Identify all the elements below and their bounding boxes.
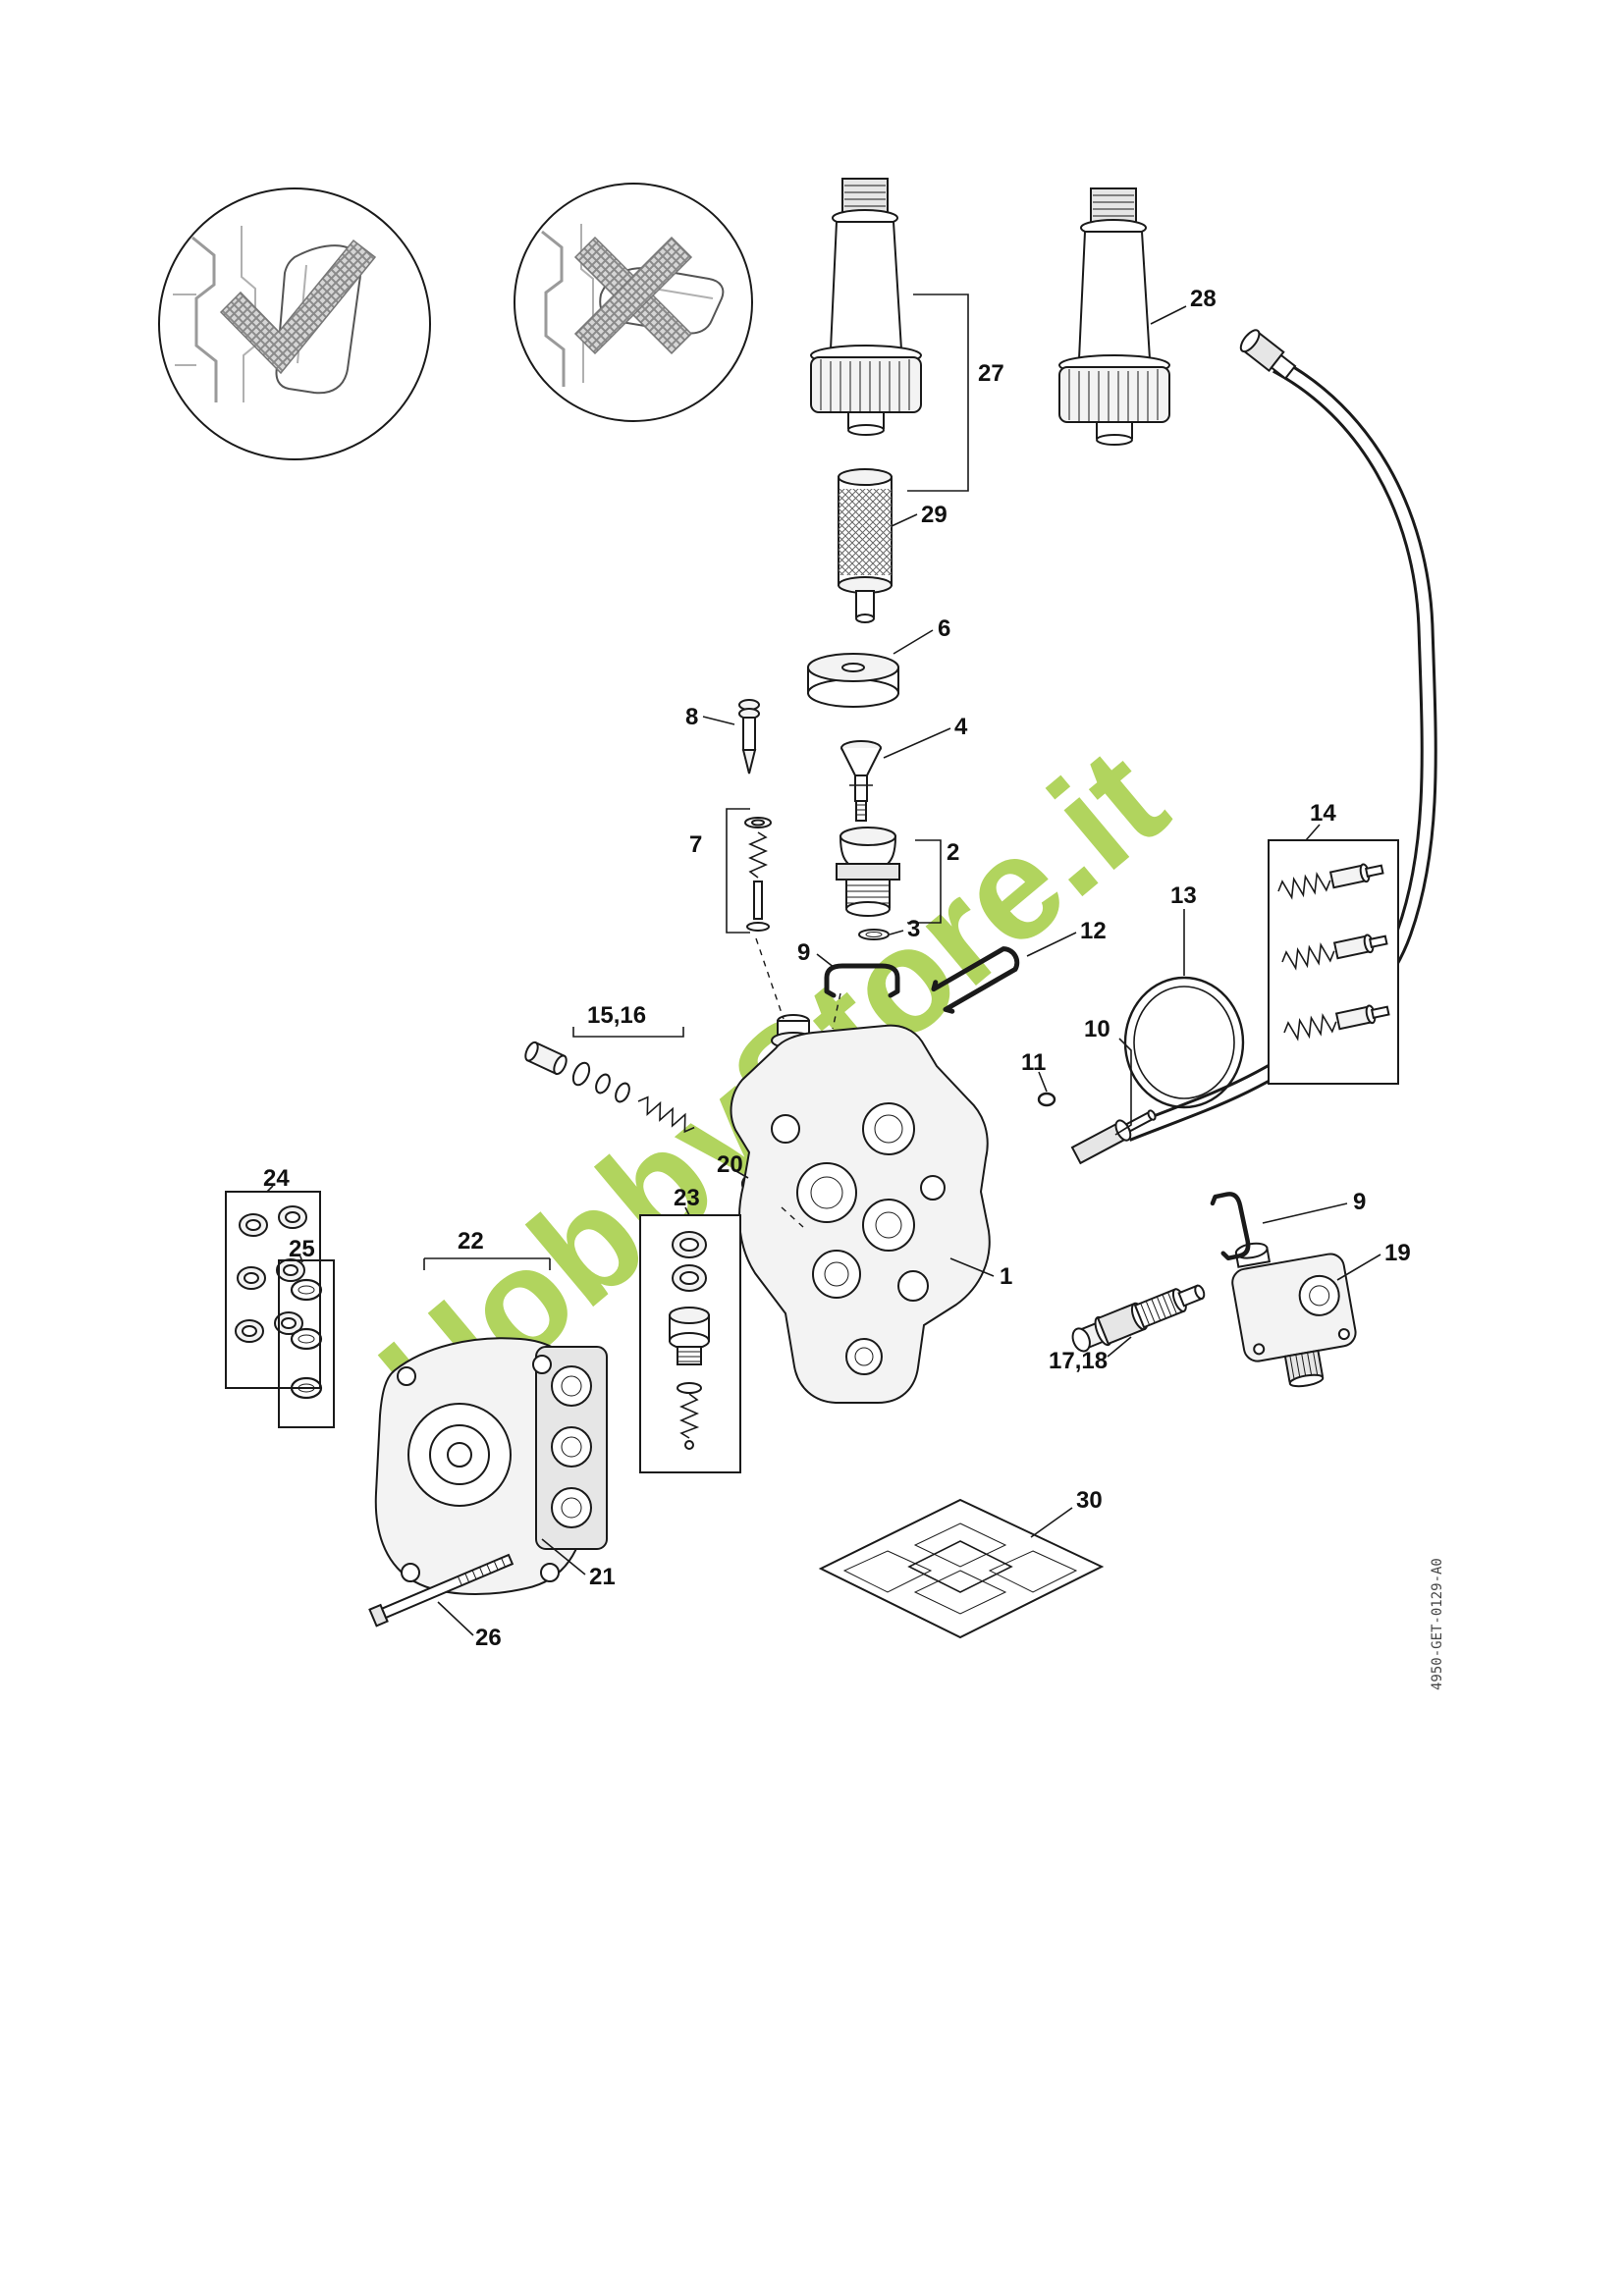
kit-15-16 [524,1041,695,1134]
cap-6 [807,653,899,708]
correct-installation-inset [158,187,431,460]
part-label-26: 26 [475,1625,502,1651]
cross-icon [573,236,693,355]
part-label-12: 12 [1080,918,1107,944]
part-label-24: 24 [263,1165,290,1192]
part-label-3: 3 [907,916,920,942]
part-labels: 27 28 29 6 8 4 7 2 3 9 12 13 14 11 10 15… [263,286,1411,1651]
part-label-6: 6 [938,615,950,642]
valve-17-18 [1071,1284,1206,1353]
gasket-sheet-30 [818,1498,1105,1639]
bolt-26 [368,1553,514,1628]
part-label-9a: 9 [797,939,810,966]
hose-end-fitting-10 [1070,1109,1157,1165]
clip-9a [824,963,900,998]
part-label-10: 10 [1084,1016,1110,1042]
part-label-29: 29 [921,502,947,528]
part-label-17-18: 17,18 [1049,1348,1108,1374]
part-label-9b: 9 [1353,1189,1366,1215]
water-filter-27 [810,178,922,436]
oring-kit-25-box [278,1259,335,1428]
part-label-14: 14 [1310,800,1336,827]
part-label-23: 23 [674,1185,700,1211]
pin-12 [931,946,1020,1014]
valve-kit-14-box [1268,839,1399,1085]
part-label-22: 22 [458,1228,484,1255]
part-label-21: 21 [589,1564,616,1590]
incorrect-installation-inset [514,183,753,422]
water-filter-28 [1058,187,1170,446]
oring-3 [858,929,890,940]
leader-lines [266,294,1381,1636]
part-label-20: 20 [717,1151,743,1178]
part-label-19: 19 [1384,1240,1411,1266]
part-label-27: 27 [978,360,1004,387]
fitting-2 [836,827,900,917]
clip-9b [1210,1192,1251,1261]
doc-code: 4950-GET-0129-A0 [1430,1558,1445,1690]
oring-13 [1123,976,1245,1109]
filter-insert-29 [838,468,893,623]
oring-11 [1037,1092,1056,1107]
part-label-4: 4 [954,714,968,740]
part-label-15-16: 15,16 [587,1002,646,1029]
kit-23-box [639,1214,741,1473]
crankcase-21 [374,1337,608,1595]
part-label-13: 13 [1170,882,1197,909]
unloader-19 [1231,1242,1357,1388]
valve-8 [738,699,760,774]
checkmark-icon [219,239,377,375]
hose-top-fitting [1239,329,1297,380]
part-label-11: 11 [1021,1049,1046,1076]
pump-head-1 [730,1014,991,1404]
part-label-2: 2 [947,839,959,866]
kit-7 [744,817,772,932]
valve-4 [840,740,882,822]
part-label-7: 7 [689,831,702,858]
part-label-30: 30 [1076,1487,1103,1514]
part-label-25: 25 [289,1236,315,1262]
plug-kit-24-box [225,1191,321,1389]
part-label-28: 28 [1190,286,1217,312]
part-label-8: 8 [685,704,698,730]
part-label-1: 1 [1000,1263,1012,1290]
